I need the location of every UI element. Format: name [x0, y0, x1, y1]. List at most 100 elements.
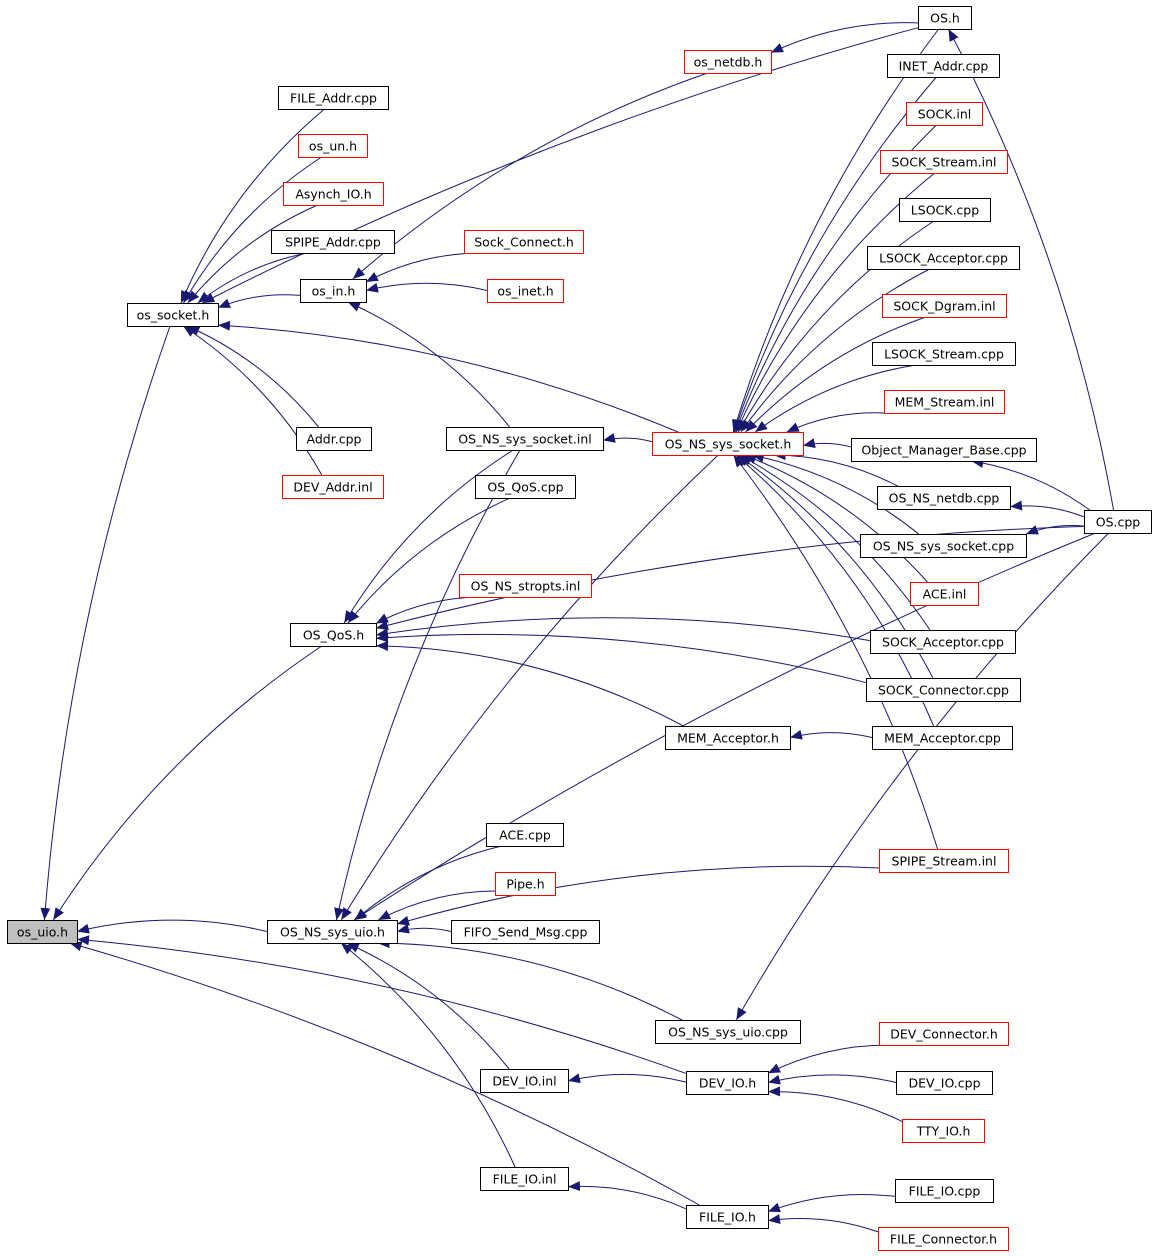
node-inet-addr-cpp[interactable]: INET_Addr.cpp	[887, 54, 1000, 78]
node-addr-cpp[interactable]: Addr.cpp	[296, 427, 372, 451]
node-label: FILE_IO.inl	[493, 1172, 557, 1187]
edge-os-ns-sys-socket-h-to-os-ns-sys-uio-h	[340, 454, 719, 921]
node-mem-acceptor-h[interactable]: MEM_Acceptor.h	[665, 726, 791, 750]
edge-sock-acceptor-cpp-to-os-qos-h	[375, 617, 871, 642]
node-label: OS.cpp	[1096, 515, 1141, 530]
node-fifo-send-msg-cpp[interactable]: FIFO_Send_Msg.cpp	[451, 920, 600, 944]
node-label: TTY_IO.h	[916, 1124, 971, 1139]
edge-os-netdb-h-to-os-in-h	[352, 72, 708, 280]
edge-lsock-stream-cpp-to-os-ns-sys-socket-h	[754, 364, 916, 433]
node-lsock-acceptor-cpp[interactable]: LSOCK_Acceptor.cpp	[867, 246, 1020, 270]
node-mem-acceptor-cpp[interactable]: MEM_Acceptor.cpp	[872, 726, 1013, 750]
node-box	[451, 920, 600, 944]
node-box	[686, 1205, 769, 1229]
node-file-io-cpp[interactable]: FILE_IO.cpp	[895, 1179, 994, 1203]
node-sock-dgram-inl[interactable]: SOCK_Dgram.inl	[882, 294, 1007, 318]
node-os-inet-h[interactable]: os_inet.h	[487, 279, 564, 303]
node-dev-io-inl[interactable]: DEV_IO.inl	[480, 1069, 569, 1093]
node-file-io-h[interactable]: FILE_IO.h	[686, 1205, 769, 1229]
node-os-ns-sys-socket-h[interactable]: OS_NS_sys_socket.h	[652, 432, 804, 456]
node-file-addr-cpp[interactable]: FILE_Addr.cpp	[278, 86, 389, 110]
node-dev-connector-h[interactable]: DEV_Connector.h	[879, 1022, 1009, 1046]
edge-os-socket-h-to-os-uio-h	[40, 325, 171, 921]
edge-lsock-acceptor-cpp-to-os-ns-sys-socket-h	[740, 268, 930, 433]
node-box	[887, 54, 1000, 78]
node-label: SOCK_Stream.inl	[891, 155, 996, 170]
node-label: OS_QoS.h	[303, 628, 364, 643]
node-tty-io-h[interactable]: TTY_IO.h	[902, 1119, 985, 1143]
node-os-ns-sys-socket-cpp[interactable]: OS_NS_sys_socket.cpp	[860, 534, 1027, 558]
node-spipe-stream-inl[interactable]: SPIPE_Stream.inl	[879, 849, 1009, 873]
node-box	[882, 294, 1007, 318]
node-file-connector-h[interactable]: FILE_Connector.h	[878, 1227, 1009, 1251]
node-spipe-addr-cpp[interactable]: SPIPE_Addr.cpp	[271, 230, 395, 254]
edge-dev-io-h-to-os-uio-h	[76, 935, 687, 1074]
node-box	[7, 920, 78, 944]
node-box	[906, 102, 983, 126]
edge-os-ns-sys-socket-inl-to-os-qos-h	[343, 449, 514, 624]
node-box	[879, 849, 1009, 873]
node-sock-connect-h[interactable]: Sock_Connect.h	[464, 230, 584, 254]
node-sock-inl[interactable]: SOCK.inl	[906, 102, 983, 126]
node-label: Asynch_IO.h	[295, 187, 371, 202]
edges-layer	[40, 22, 1115, 1233]
node-label: FILE_Connector.h	[890, 1232, 997, 1247]
node-box	[300, 279, 367, 303]
node-object-manager-base-cpp[interactable]: Object_Manager_Base.cpp	[851, 438, 1037, 462]
node-os-ns-netdb-cpp[interactable]: OS_NS_netdb.cpp	[877, 486, 1011, 510]
node-os-h[interactable]: OS.h	[918, 6, 972, 30]
node-box	[475, 475, 576, 499]
node-dev-addr-inl[interactable]: DEV_Addr.inl	[282, 475, 384, 499]
node-dev-io-cpp[interactable]: DEV_IO.cpp	[896, 1071, 993, 1095]
node-lsock-cpp[interactable]: LSOCK.cpp	[899, 198, 991, 222]
node-box	[446, 427, 604, 451]
node-dev-io-h[interactable]: DEV_IO.h	[686, 1071, 769, 1095]
edge-mem-acceptor-h-to-os-qos-h	[375, 640, 684, 727]
edge-file-io-cpp-to-file-io-h	[767, 1193, 896, 1213]
node-os-netdb-h[interactable]: os_netdb.h	[684, 50, 772, 74]
node-sock-stream-inl[interactable]: SOCK_Stream.inl	[880, 150, 1008, 174]
edge-os-un-h-to-os-socket-h	[182, 156, 322, 304]
node-os-qos-h[interactable]: OS_QoS.h	[290, 623, 377, 647]
node-label: SOCK_Connector.cpp	[878, 683, 1009, 698]
node-os-ns-sys-uio-cpp[interactable]: OS_NS_sys_uio.cpp	[655, 1020, 801, 1044]
edge-os-ns-sys-socket-inl-to-os-ns-sys-uio-h	[334, 449, 521, 921]
node-os-socket-h[interactable]: os_socket.h	[127, 303, 219, 327]
node-label: SPIPE_Stream.inl	[892, 854, 997, 869]
node-os-qos-cpp[interactable]: OS_QoS.cpp	[475, 475, 576, 499]
node-os-un-h[interactable]: os_un.h	[298, 134, 368, 158]
node-box	[1084, 510, 1152, 534]
node-ace-inl[interactable]: ACE.inl	[910, 582, 979, 606]
node-label: Sock_Connect.h	[474, 235, 574, 250]
edge-os-qos-h-to-os-uio-h	[52, 645, 323, 921]
node-label: OS_NS_sys_socket.h	[665, 437, 792, 452]
node-os-cpp[interactable]: OS.cpp	[1084, 510, 1152, 534]
node-sock-connector-cpp[interactable]: SOCK_Connector.cpp	[866, 678, 1021, 702]
node-label: DEV_IO.inl	[492, 1074, 556, 1089]
node-file-io-inl[interactable]: FILE_IO.inl	[480, 1167, 569, 1191]
edge-file-addr-cpp-to-os-socket-h	[180, 108, 325, 304]
node-label: os_un.h	[309, 139, 357, 154]
node-os-uio-h[interactable]: os_uio.h	[7, 920, 78, 944]
node-label: Object_Manager_Base.cpp	[861, 443, 1026, 458]
edge-spipe-stream-inl-to-os-ns-sys-uio-h	[396, 865, 880, 926]
edge-os-in-h-to-os-socket-h	[217, 294, 301, 309]
node-box	[918, 6, 972, 30]
node-os-ns-stropts-inl[interactable]: OS_NS_stropts.inl	[459, 574, 592, 598]
node-box	[872, 726, 1013, 750]
node-os-ns-sys-socket-inl[interactable]: OS_NS_sys_socket.inl	[446, 427, 604, 451]
node-lsock-stream-cpp[interactable]: LSOCK_Stream.cpp	[872, 342, 1016, 366]
node-box	[480, 1167, 569, 1191]
edge-dev-io-inl-to-os-ns-sys-uio-h	[346, 942, 510, 1070]
node-os-in-h[interactable]: os_in.h	[300, 279, 367, 303]
node-ace-cpp[interactable]: ACE.cpp	[486, 823, 564, 847]
node-pipe-h[interactable]: Pipe.h	[495, 872, 556, 896]
node-os-ns-sys-uio-h[interactable]: OS_NS_sys_uio.h	[267, 920, 398, 944]
node-box	[870, 630, 1016, 654]
node-box	[896, 1071, 993, 1095]
node-mem-stream-inl[interactable]: MEM_Stream.inl	[884, 390, 1005, 414]
node-label: OS_NS_sys_socket.inl	[458, 432, 592, 447]
node-sock-acceptor-cpp[interactable]: SOCK_Acceptor.cpp	[870, 630, 1016, 654]
node-box	[464, 230, 584, 254]
node-asynch-io-h[interactable]: Asynch_IO.h	[283, 182, 384, 206]
